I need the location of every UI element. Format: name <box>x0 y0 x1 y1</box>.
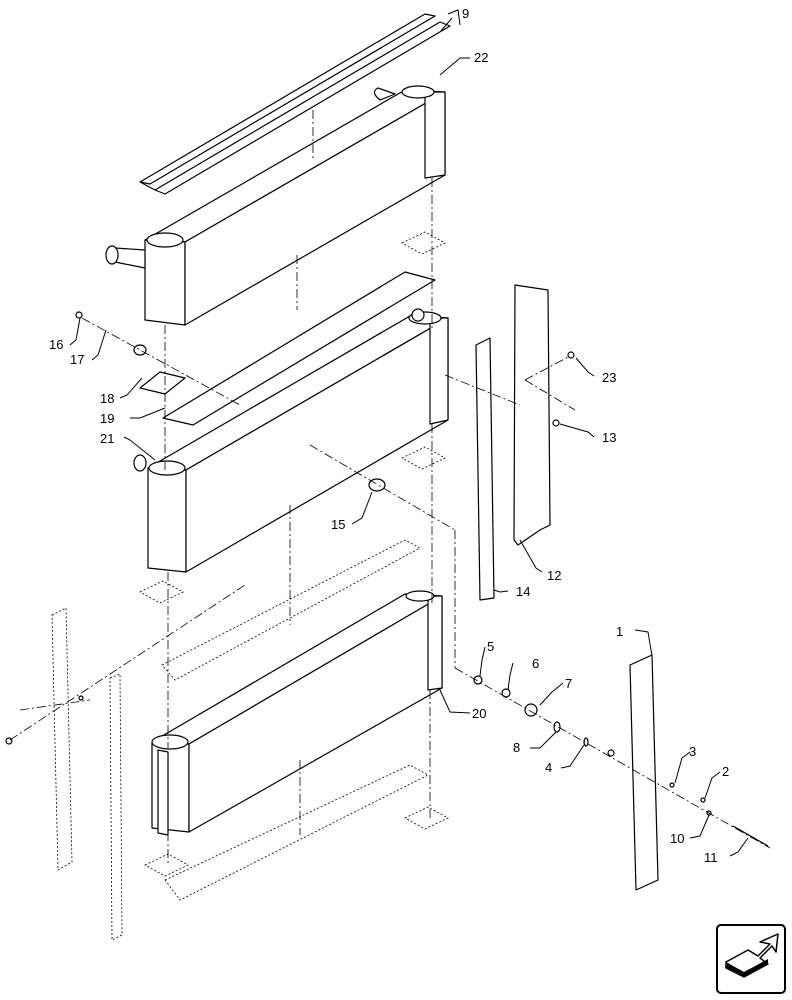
bracket-part-12 <box>513 284 551 546</box>
callout-7: 7 <box>565 676 572 691</box>
callout-2: 2 <box>722 764 729 779</box>
callout-11: 11 <box>704 850 718 865</box>
callout-21: 21 <box>100 431 114 446</box>
plates-part-18-19 <box>139 271 436 426</box>
callout-23: 23 <box>602 370 616 385</box>
callout-13: 13 <box>602 430 616 445</box>
assembly-lines <box>9 110 771 865</box>
leader-lines <box>69 9 749 857</box>
bolt-part-16 <box>75 311 83 319</box>
callout-12: 12 <box>547 568 561 583</box>
bracket-part-1 <box>629 654 659 891</box>
callout-9: 9 <box>462 6 469 21</box>
callout-16: 16 <box>49 337 63 352</box>
left-side-panels <box>51 607 123 941</box>
callout-6: 6 <box>532 656 539 671</box>
callout-3: 3 <box>689 744 696 759</box>
washer-part-17 <box>133 344 147 356</box>
callout-17: 17 <box>70 352 84 367</box>
callout-19: 19 <box>100 411 114 426</box>
dotted-squares <box>139 231 449 877</box>
middle-cooler-part-21 <box>133 308 449 573</box>
lower-cooler-part-20 <box>151 590 443 836</box>
callout-18: 18 <box>100 391 114 406</box>
callout-14: 14 <box>516 584 530 599</box>
dotted-gaskets <box>161 539 429 901</box>
callout-22: 22 <box>474 50 488 65</box>
callout-8: 8 <box>513 740 520 755</box>
callout-15: 15 <box>331 517 345 532</box>
callout-labels: 1 2 3 4 5 6 7 8 9 10 11 12 13 14 15 16 1… <box>49 6 729 865</box>
callout-1: 1 <box>616 624 623 639</box>
callout-20: 20 <box>472 706 486 721</box>
callout-5: 5 <box>487 639 494 654</box>
callout-4: 4 <box>545 760 552 775</box>
callout-10: 10 <box>670 831 684 846</box>
seal-strips-part-9 <box>139 13 451 195</box>
upper-cooler-part-22 <box>105 85 446 326</box>
strip-part-14 <box>475 337 495 601</box>
next-page-arrow-icon[interactable] <box>716 924 786 994</box>
